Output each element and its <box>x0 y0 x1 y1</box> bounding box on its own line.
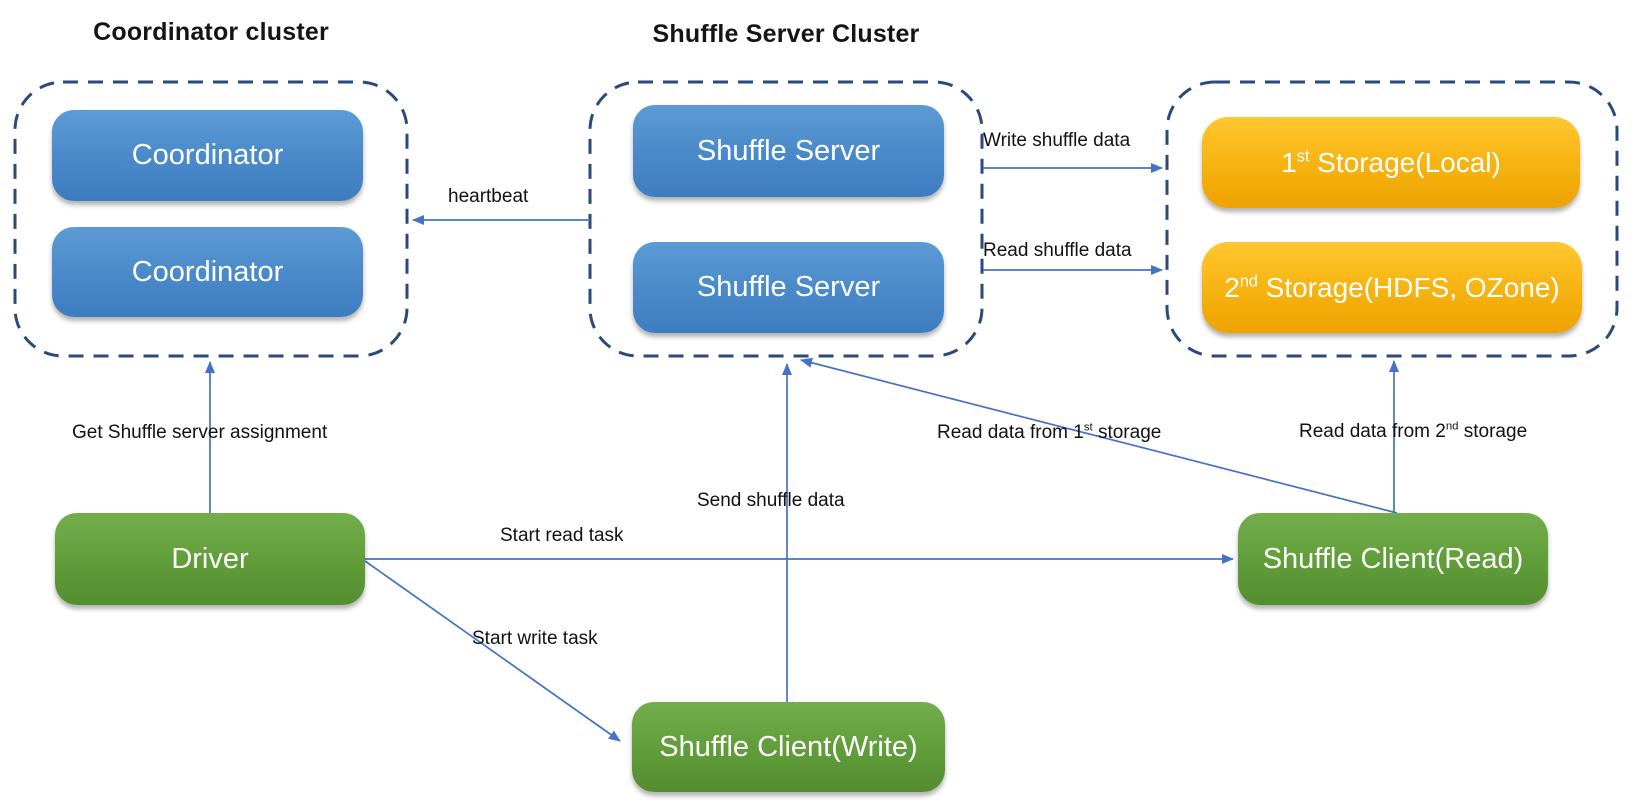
send-shuffle-label: Send shuffle data <box>697 490 845 511</box>
shuffle-client-read-node: Shuffle Client(Read) <box>1238 513 1548 605</box>
start-write-label: Start write task <box>472 628 598 649</box>
storage-node-first: 1st Storage(Local) <box>1202 117 1580 208</box>
get-assignment-label: Get Shuffle server assignment <box>72 422 328 443</box>
start-write-arrow <box>364 560 621 742</box>
coordinator-cluster-title: Coordinator cluster <box>93 18 329 46</box>
read-first-storage-arrow <box>800 357 1398 514</box>
coordinator-node-1: Coordinator <box>52 110 363 201</box>
coordinator-node-2-label: Coordinator <box>131 255 284 288</box>
driver-node: Driver <box>55 513 365 605</box>
shuffle-cluster-title: Shuffle Server Cluster <box>652 20 920 48</box>
shuffle-cluster-border <box>588 80 984 358</box>
write-shuffle-label: Write shuffle data <box>983 130 1131 151</box>
read-second-storage-label: Read data from 2nd storage <box>1299 420 1528 442</box>
coordinator-node-2: Coordinator <box>52 227 363 317</box>
read-shuffle-label: Read shuffle data <box>983 240 1132 261</box>
shuffle-server-node-2: Shuffle Server <box>633 242 944 333</box>
shuffle-server-node-1: Shuffle Server <box>633 105 944 197</box>
start-read-label: Start read task <box>500 525 624 546</box>
shuffle-server-node-1-label: Shuffle Server <box>696 134 881 167</box>
storage-node-first-label: 1st Storage(Local) <box>1281 146 1501 178</box>
storage-node-second-label: 2nd Storage(HDFS, OZone) <box>1224 271 1560 303</box>
driver-node-label: Driver <box>171 542 249 575</box>
storage-cluster-border <box>1165 80 1619 358</box>
storage-node-second: 2nd Storage(HDFS, OZone) <box>1202 242 1582 333</box>
coordinator-cluster-border <box>13 80 409 358</box>
shuffle-server-node-2-label: Shuffle Server <box>696 271 881 303</box>
coordinator-node-1-label: Coordinator <box>131 139 284 171</box>
heartbeat-label: heartbeat <box>448 186 529 207</box>
shuffle-client-write-node: Shuffle Client(Write) <box>632 702 945 792</box>
shuffle-client-write-label: Shuffle Client(Write) <box>659 730 918 763</box>
shuffle-client-read-label: Shuffle Client(Read) <box>1262 542 1524 575</box>
read-first-storage-label: Read data from 1st storage <box>937 421 1162 443</box>
